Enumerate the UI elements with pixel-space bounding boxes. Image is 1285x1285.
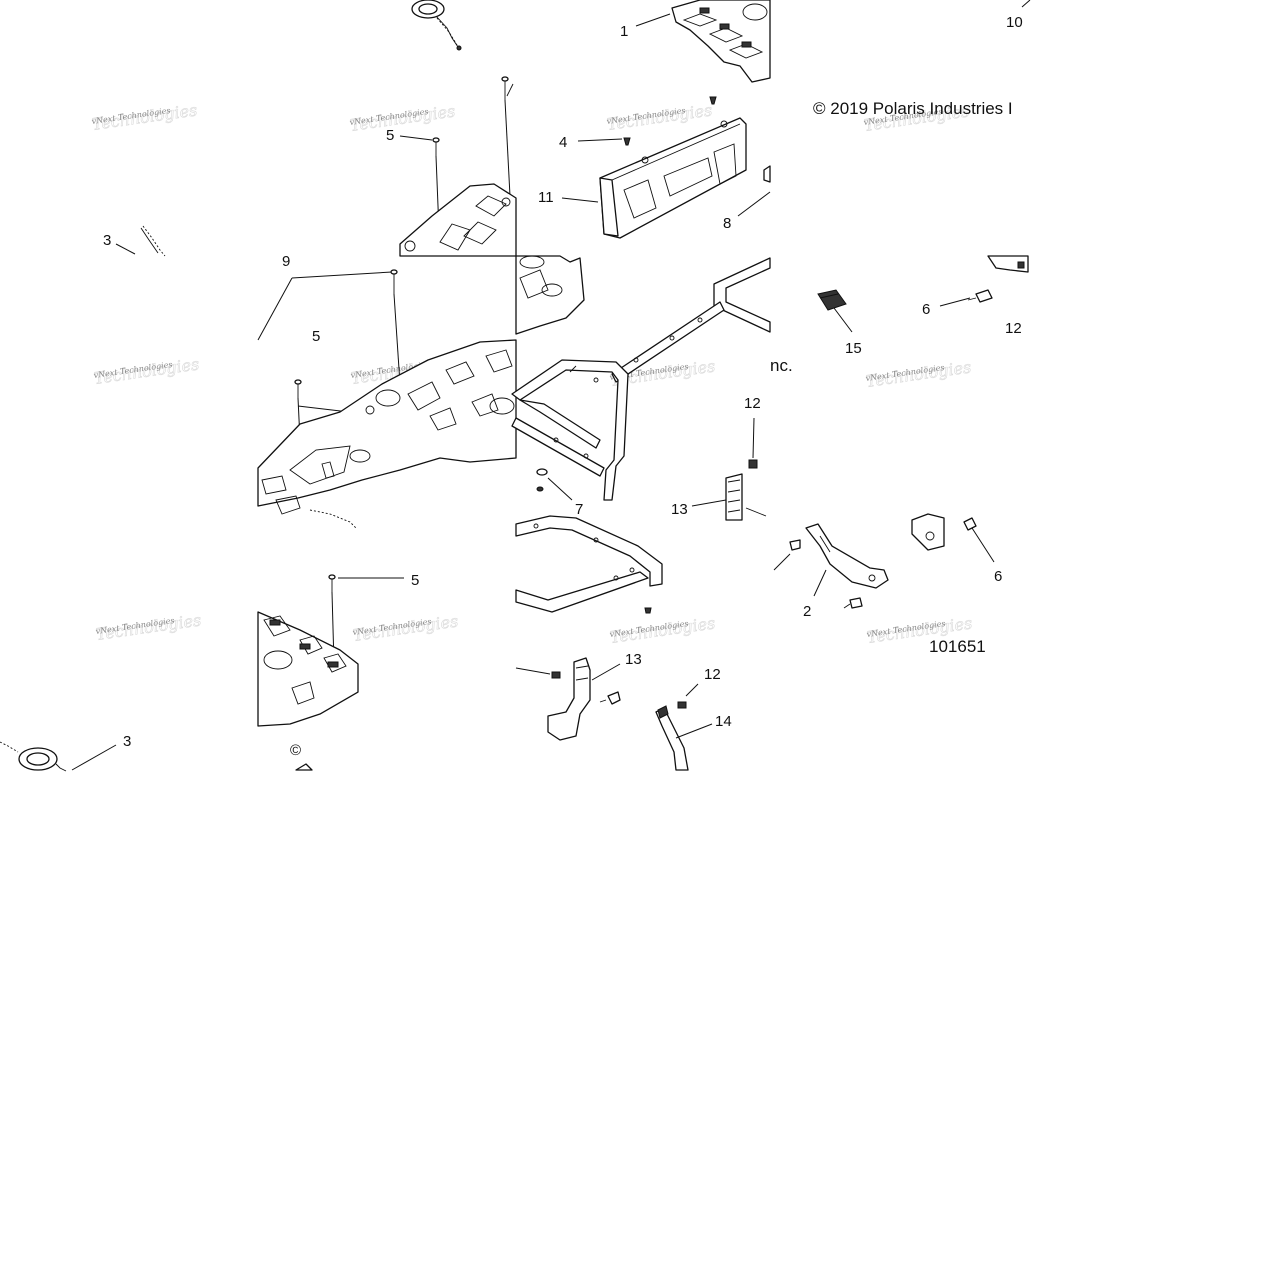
callout-1: 1 <box>620 23 628 40</box>
callout-5b: 5 <box>312 328 320 345</box>
rear-rack-top <box>635 0 771 83</box>
callout-13a: 13 <box>671 501 688 518</box>
support-13-upright <box>691 417 767 521</box>
handle-14 <box>655 683 713 771</box>
callout-6b: 6 <box>994 568 1002 585</box>
rack-frame-lower <box>515 515 663 614</box>
bracket-top-right <box>987 255 1029 273</box>
cap-with-chain-top <box>411 0 462 51</box>
callout-7: 7 <box>575 501 583 518</box>
cap-with-chain-bottom <box>0 741 117 772</box>
rack-frame-tubes <box>511 257 771 501</box>
front-rack-right-section <box>515 255 585 335</box>
figure-id: 101651 <box>929 637 986 656</box>
callout-12b: 12 <box>744 395 761 412</box>
callout-11: 11 <box>538 189 554 206</box>
callout-8: 8 <box>723 215 731 232</box>
front-rack-main <box>257 269 517 529</box>
callout-13b: 13 <box>625 651 642 668</box>
pin-4 <box>577 96 717 146</box>
part-8 <box>737 165 771 217</box>
copyright-symbol: © <box>290 742 301 759</box>
copyright-fragment: nc. <box>770 356 793 375</box>
callout-4: 4 <box>559 134 567 151</box>
callout-12a: 12 <box>1005 320 1022 337</box>
callout-2: 2 <box>803 603 811 620</box>
callout-12c: 12 <box>704 666 721 683</box>
footrest-2 <box>773 523 889 609</box>
callout-15: 15 <box>845 340 862 357</box>
front-rack-upper <box>399 183 517 257</box>
callout-3b: 3 <box>123 733 131 750</box>
callout-6a: 6 <box>922 301 930 318</box>
callout-5a: 5 <box>386 127 394 144</box>
storage-box-11 <box>561 117 747 239</box>
pad-15 <box>817 289 853 333</box>
bracket-6-bottom <box>911 513 995 563</box>
callouts: 1 10 5 4 11 8 3 9 6 12 5 15 12 7 13 6 5 … <box>103 14 1023 750</box>
cap-with-chain-mid <box>115 225 166 257</box>
bolt-6-top <box>939 289 993 307</box>
callout-9: 9 <box>282 253 290 270</box>
rear-rack-bottom <box>257 611 359 771</box>
callout-5c: 5 <box>411 572 419 589</box>
copyright-text: © 2019 Polaris Industries I <box>813 99 1013 118</box>
callout-3a: 3 <box>103 232 111 249</box>
callout-14: 14 <box>715 713 732 730</box>
bolt-5-top <box>501 76 514 197</box>
callout-10: 10 <box>1006 14 1023 31</box>
washers-7 <box>536 468 573 501</box>
leader-10 <box>1021 0 1031 8</box>
support-13-bottom <box>515 657 621 741</box>
